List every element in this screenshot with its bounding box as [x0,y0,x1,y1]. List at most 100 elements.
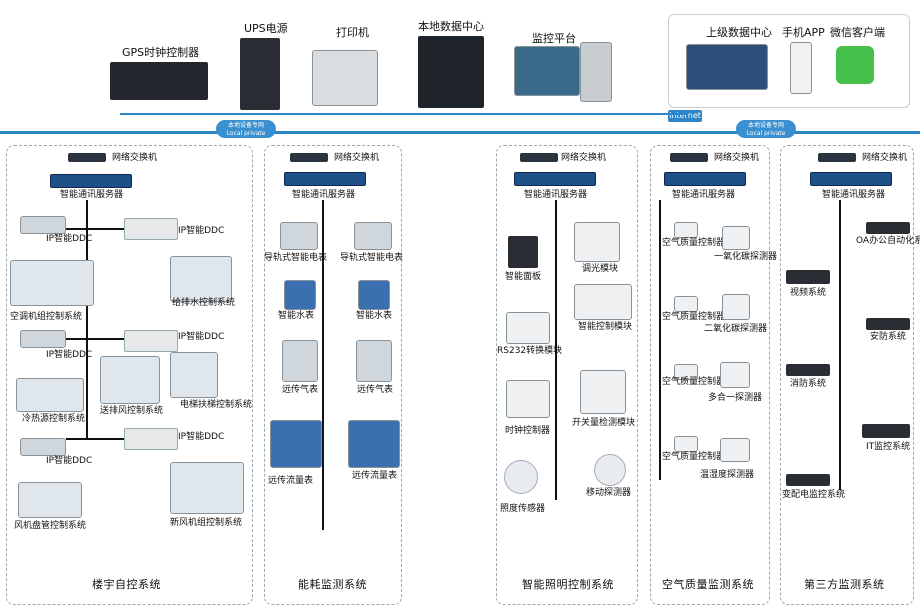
local-dc-label: 本地数据中心 [418,20,484,33]
p4-title: 空气质量监测系统 [662,578,754,591]
p3-server-label: 智能通讯服务器 [524,190,588,200]
p1-hline-2 [66,338,126,340]
local-dc-device [418,36,484,108]
p4-temp-img [720,438,750,462]
internet-badge: Internet [668,110,702,122]
printer-label: 打印机 [336,26,369,39]
p2-meter-left [280,222,318,250]
p4-switch [670,153,708,162]
upper-bus [120,113,688,115]
p2-water-right-label: 智能水表 [356,311,393,321]
p1-fan-coil-img [18,482,82,518]
p1-ddc-a3 [20,438,66,456]
p2-vline [322,200,324,530]
monitor-label: 监控平台 [532,32,576,45]
p3-illum-label: 照度传感器 [500,504,546,514]
local-net-cloud-left: 本地设备专网 Local private network [216,120,276,145]
p1-ddc-a1-label: IP智能DDC [46,234,93,244]
p3-switch-detect-label: 开关量检测模块 [572,418,636,428]
app-label: 手机APP [782,26,825,39]
p2-meter-right [354,222,392,250]
p5-oa-img [866,222,910,234]
p2-switch-label: 网络交换机 [334,153,380,163]
p3-title: 智能照明控制系统 [522,578,614,591]
p1-ddc-a3-label: IP智能DDC [46,456,93,466]
monitor-platform-device [514,46,580,96]
local-net-en-left: Local private network [226,130,266,145]
p1-cold-heat-img [16,378,84,412]
p5-vline [839,200,841,490]
p5-it-label: IT监控系统 [866,442,911,452]
p2-flow-left [270,420,322,468]
p1-ddc-a2 [20,330,66,348]
p2-meter-left-label: 导轨式智能电表 [264,253,328,263]
p2-meter-right-label: 导轨式智能电表 [340,253,404,263]
p5-fire-img [786,364,830,376]
p4-server-label: 智能通讯服务器 [672,190,736,200]
p2-server-label: 智能通讯服务器 [292,190,356,200]
p4-aq4-label: 空气质量控制器 [662,452,726,462]
p1-ac-unit-img [10,260,94,306]
p5-substation-label: 变配电监控系统 [782,490,846,500]
p2-flow-left-label: 远传流量表 [268,476,314,486]
p4-aq3-img [674,364,698,380]
ups-label: UPS电源 [244,22,288,35]
local-net-cn-right: 本地设备专网 [747,122,784,129]
main-network-bus [0,131,920,134]
p4-multi-img [720,362,750,388]
upper-dc-label: 上级数据中心 [706,26,772,39]
phone-device [790,42,812,94]
p1-fan-coil-label: 风机盘管控制系统 [14,521,87,531]
p1-ac-unit-label: 空调机组控制系统 [10,312,83,322]
p3-switch-label: 网络交换机 [561,153,607,163]
p5-server-label: 智能通讯服务器 [822,190,886,200]
p3-motion-img [594,454,626,486]
p1-fresh-air-label: 新风机组控制系统 [170,518,243,528]
p2-water-left-label: 智能水表 [278,311,315,321]
p3-illum-img [504,460,538,494]
p4-aq1-img [674,222,698,238]
local-net-cloud-right: 本地设备专网 Local private network [736,120,796,145]
wechat-label: 微信客户端 [830,26,885,39]
monitor-tower [580,42,612,102]
p1-server [50,174,132,188]
p4-server [664,172,746,186]
p2-water-left [284,280,316,310]
p5-video-label: 视频系统 [790,288,827,298]
p2-server [284,172,366,186]
p2-gas-left [282,340,318,382]
p1-hline-1 [66,228,126,230]
p3-vline [555,200,557,500]
p1-elevator-label: 电梯扶梯控制系统 [180,400,253,410]
local-net-cn-left: 本地设备专网 [227,122,264,129]
p5-oa-label: OA办公自动化系 [856,236,920,246]
p4-switch-label: 网络交换机 [714,153,760,163]
gps-clock-label: GPS时钟控制器 [122,46,200,59]
p3-dimmer-img [574,222,620,262]
p3-smart-panel-img [508,236,538,268]
p1-elevator-img [170,352,218,398]
p1-ddc-a2-label: IP智能DDC [46,350,93,360]
gps-clock-device [110,62,208,100]
p3-timer-label: 时钟控制器 [505,426,551,436]
p4-aq4-img [674,436,698,452]
p3-motion-label: 移动探测器 [586,488,632,498]
p1-fresh-air-img [170,462,244,514]
p1-vline-main [86,200,88,440]
p3-switch [520,153,558,162]
p4-aq3-label: 空气质量控制器 [662,377,726,387]
p5-substation-img [786,474,830,486]
p1-switch-label: 网络交换机 [112,153,158,163]
p1-exhaust-label: 送排风控制系统 [100,406,164,416]
p3-server [514,172,596,186]
p4-co2-img [722,294,750,320]
p5-switch [818,153,856,162]
p1-water-label: 给排水控制系统 [172,298,236,308]
p3-dimmer-label: 调光模块 [582,264,619,274]
p5-switch-label: 网络交换机 [862,153,908,163]
p4-aq2-label: 空气质量控制器 [662,312,726,322]
p5-title: 第三方监测系统 [804,578,885,591]
ups-device [240,38,280,110]
p2-water-right [358,280,390,310]
printer-device [312,50,378,106]
